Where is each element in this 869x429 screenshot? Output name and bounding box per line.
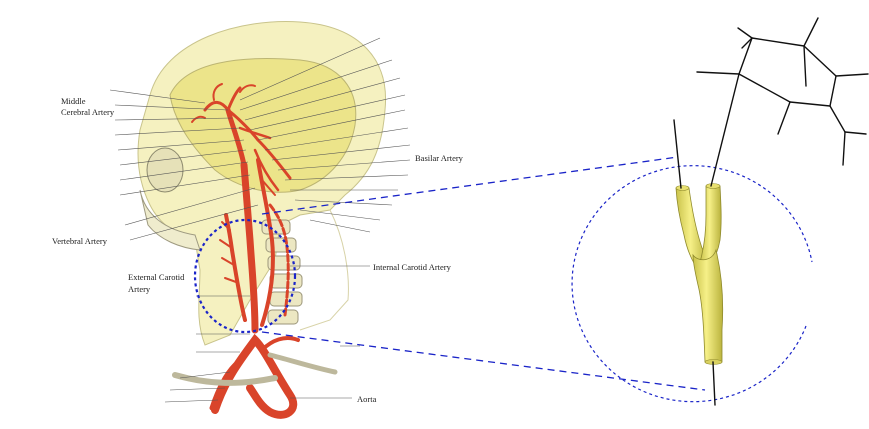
label-middle-cerebral-line2: Cerebral Artery (61, 107, 114, 117)
zoom-circle (572, 166, 812, 402)
anatomy-illustration (110, 22, 410, 415)
label-middle-cerebral-line1: Middle (61, 96, 86, 106)
label-external-carotid-line1: External Carotid (128, 272, 184, 282)
vessel-end-left (676, 186, 689, 191)
label-external-carotid-line2: Artery (128, 284, 150, 294)
label-internal-carotid-artery: Internal Carotid Artery (373, 262, 451, 272)
neck-outline (300, 210, 348, 330)
label-aorta: Aorta (357, 394, 376, 404)
vessel-trunk (693, 250, 723, 362)
connector-bottom (262, 332, 705, 390)
centerline-skeleton (674, 18, 868, 405)
label-basilar-artery: Basilar Artery (415, 153, 463, 163)
label-vertebral-artery: Vertebral Artery (52, 236, 107, 246)
vessel-end-right (706, 184, 720, 189)
eye-socket (147, 148, 183, 192)
vessel-3d-model (676, 184, 723, 365)
